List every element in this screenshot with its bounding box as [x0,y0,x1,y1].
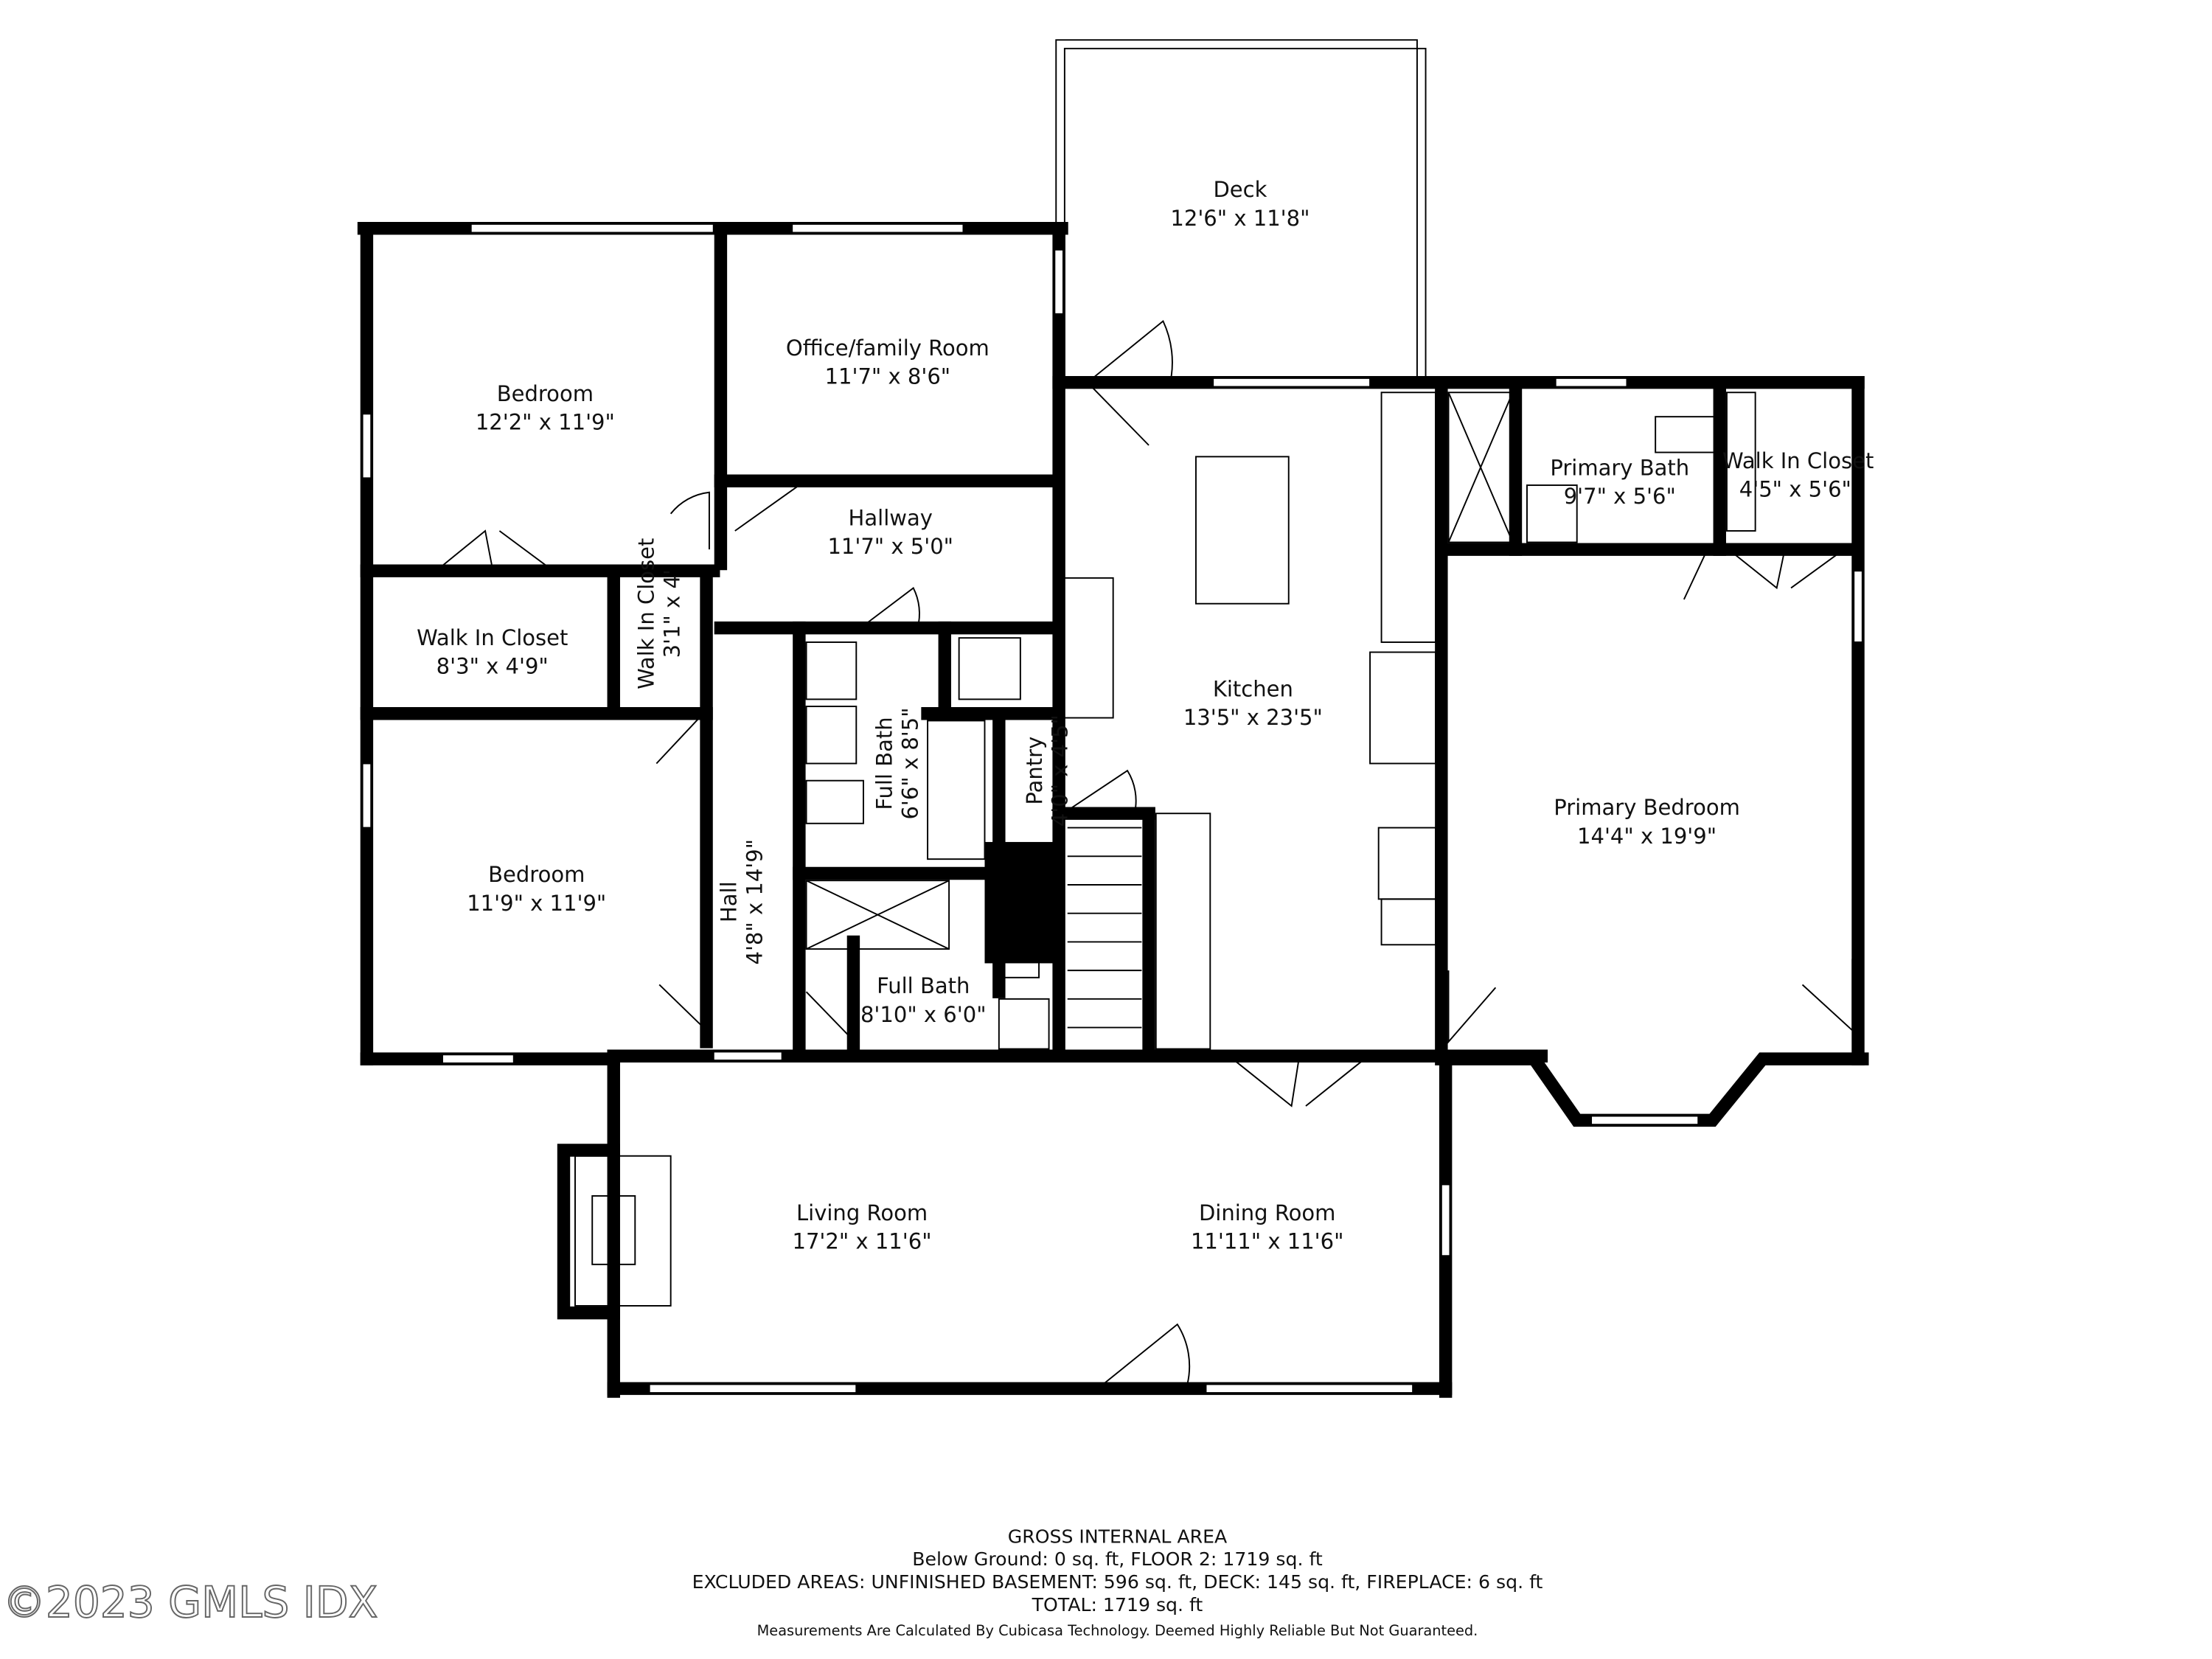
walk-in-closet1-name: Walk In Closet [417,625,568,650]
kitchen-size: 13'5" x 23'5" [1183,705,1323,730]
area-title: GROSS INTERNAL AREA [1008,1526,1228,1547]
disclaimer: Measurements Are Calculated By Cubicasa … [757,1622,1478,1639]
walk-in-closet2-name: Walk In Closet [633,538,658,689]
area-line2: EXCLUDED AREAS: UNFINISHED BASEMENT: 596… [692,1571,1543,1593]
area-total: TOTAL: 1719 sq. ft [1032,1594,1203,1615]
room-labels: Deck 12'6" x 11'8" Office/family Room 11… [417,177,1874,1253]
fixtures [574,392,1756,1307]
hallway-size: 11'7" x 5'0" [827,534,953,559]
living-room-name: Living Room [796,1200,928,1225]
primary-bedroom-name: Primary Bedroom [1554,795,1740,820]
walk-in-closet1-size: 8'3" x 4'9" [437,654,549,679]
office-name: Office/family Room [786,335,990,361]
windows[interactable] [361,223,1863,1394]
full-bath2-name: Full Bath [877,973,970,998]
deck-outline [1055,39,1427,378]
bedroom2-size: 11'9" x 11'9" [467,891,606,916]
bedroom1-name: Bedroom [497,381,594,406]
bedroom2-name: Bedroom [488,862,585,887]
deck-name: Deck [1213,177,1267,202]
watermark: ©2023 GMLS IDX [3,1577,378,1627]
living-room-size: 17'2" x 11'6" [793,1229,932,1254]
hall-size: 4'8" x 14'9" [742,839,768,965]
hallway-name: Hallway [849,505,933,530]
walk-in-closet2-size: 3'1" x 4' [659,569,684,658]
primary-bath-name: Primary Bath [1550,456,1689,481]
full-bath1-size: 6'6" x 8'5" [898,707,923,819]
deck-size: 12'6" x 11'8" [1170,206,1310,231]
area-summary: GROSS INTERNAL AREA Below Ground: 0 sq. … [692,1526,1543,1639]
primary-bath-size: 9'7" x 5'6" [1564,484,1676,509]
hall-name: Hall [717,881,742,922]
dining-room-name: Dining Room [1199,1200,1336,1225]
walk-in-closet3-name: Walk In Closet [1722,448,1874,473]
walk-in-closet3-size: 4'5" x 5'6" [1739,477,1851,502]
office-size: 11'7" x 8'6" [825,364,951,389]
primary-bedroom-size: 14'4" x 19'9" [1577,824,1717,849]
full-bath1-name: Full Bath [872,717,897,810]
dining-room-size: 11'11" x 11'6" [1191,1229,1344,1254]
kitchen-name: Kitchen [1213,677,1293,702]
full-bath2-size: 8'10" x 6'0" [860,1002,987,1027]
bedroom1-size: 12'2" x 11'9" [476,410,615,435]
pantry-name: Pantry [1022,737,1047,805]
doors[interactable] [439,319,1854,1385]
area-line1: Below Ground: 0 sq. ft, FLOOR 2: 1719 sq… [912,1548,1323,1570]
pantry-size: 4'0" x 4'5" [1048,714,1073,827]
